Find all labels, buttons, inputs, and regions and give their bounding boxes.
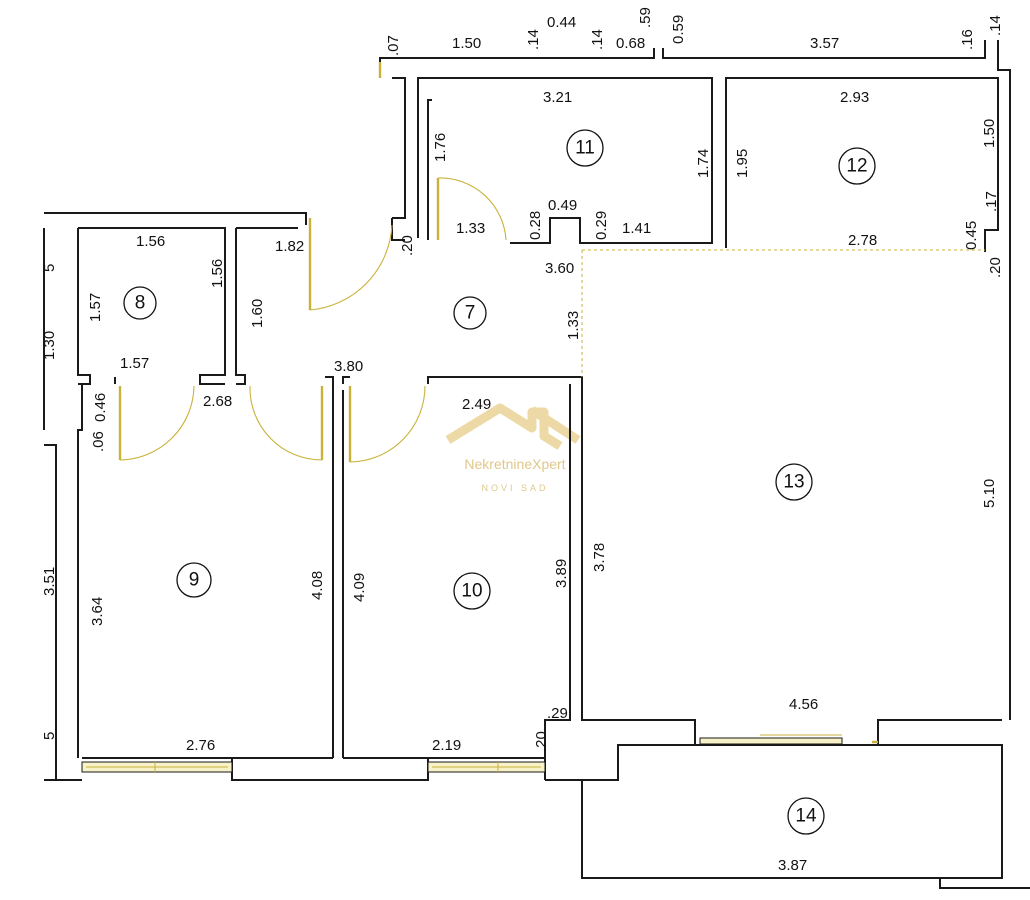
dim-left-5b: 5: [41, 732, 58, 740]
dim-left-30: 1.30: [41, 331, 58, 360]
dim-r7-360: 3.60: [545, 260, 574, 277]
dim-top-059: 0.59: [670, 15, 687, 44]
dim-r10-389: 3.89: [553, 559, 570, 588]
dim-r9-268: 2.68: [203, 393, 232, 410]
dim-top-044: 0.44: [547, 14, 576, 31]
dim-r11-029: 0.29: [593, 211, 610, 240]
dim-r7-380: 3.80: [334, 358, 363, 375]
dim-r12-045: 0.45: [963, 221, 980, 250]
dim-r11-321: 3.21: [543, 89, 572, 106]
room-13-label: 13: [783, 472, 804, 493]
room-8-label: 8: [135, 293, 146, 314]
dim-r11-176: 1.76: [432, 133, 449, 162]
dim-left-5a: 5: [41, 264, 58, 272]
room-12-circle: [838, 147, 876, 185]
dim-r12-20: .20: [987, 257, 1004, 278]
dim-r12-195: 1.95: [734, 149, 751, 178]
dim-top-068: 0.68: [616, 35, 645, 52]
room-12-label: 12: [846, 156, 867, 177]
dim-r12-293: 2.93: [840, 89, 869, 106]
dim-top-150: 1.50: [452, 35, 481, 52]
room-14-label: 14: [795, 806, 817, 827]
room-9-circle: [176, 562, 212, 598]
watermark-logo: NekretnineXpert NOVI SAD: [445, 403, 581, 493]
dim-r9-408: 4.08: [309, 571, 326, 600]
room-7-circle: [453, 296, 487, 330]
room-8-circle: [123, 286, 157, 320]
room-10-circle: [453, 572, 491, 610]
dim-r10-249: 2.49: [462, 396, 491, 413]
dim-r7-182: 1.82: [275, 238, 304, 255]
dimension-labels-vertical: .14 .14 .59 0.59 .16 .14 .07 1.76 1.74 0…: [41, 7, 1004, 752]
dim-r12-278: 2.78: [848, 232, 877, 249]
dim-r10-409: 4.09: [351, 573, 368, 602]
dim-r14-387: 3.87: [778, 857, 807, 874]
room-7-label: 7: [465, 303, 476, 324]
room-11-label: 11: [575, 138, 595, 159]
dim-r11-049: 0.49: [548, 197, 577, 214]
dim-r13-510: 5.10: [981, 479, 998, 508]
dim-r12-150: 1.50: [981, 119, 998, 148]
dim-r12-17: .17: [983, 191, 1000, 212]
window-room-13: [699, 737, 843, 745]
doors: [118, 62, 985, 744]
dim-left-07: .07: [385, 35, 402, 56]
room-14-circle: [787, 797, 825, 835]
dim-r8-156b: 1.56: [209, 259, 226, 288]
dim-r11-174: 1.74: [695, 149, 712, 178]
dim-r7-133: 1.33: [565, 311, 582, 340]
dim-r13-456: 4.56: [789, 696, 818, 713]
dim-top-14a: .14: [525, 29, 542, 50]
dim-r8-156a: 1.56: [136, 233, 165, 250]
dim-left-351: 3.51: [41, 567, 58, 596]
dim-top-16: .16: [959, 29, 976, 50]
dim-r10-29: .29: [547, 705, 568, 722]
dim-r11-028: 0.28: [527, 211, 544, 240]
dim-top-14b: .14: [589, 29, 606, 50]
dim-r10-20: .20: [533, 731, 550, 752]
dim-r11-133: 1.33: [456, 220, 485, 237]
dim-r8-157b: 1.57: [120, 355, 149, 372]
dim-r10-219: 2.19: [432, 737, 461, 754]
dim-r9-276: 2.76: [186, 737, 215, 754]
watermark-brand: NekretnineXpert: [464, 456, 565, 472]
dim-r11-141: 1.41: [622, 220, 651, 237]
dim-r9-364: 3.64: [89, 597, 106, 626]
walls: [43, 40, 1030, 889]
dim-r9-06: .06: [90, 431, 107, 452]
dim-r7-160: 1.60: [249, 299, 266, 328]
dim-top-14c: .14: [987, 15, 1004, 36]
dimension-labels: 1.50 0.44 0.68 3.57 3.21 1.33 0.49 1.41 …: [120, 14, 877, 874]
room-9-label: 9: [189, 570, 200, 591]
room-10-label: 10: [461, 581, 482, 602]
dim-r9-046: 0.46: [92, 393, 109, 422]
dim-top-59: .59: [637, 7, 654, 28]
windows: [81, 734, 843, 773]
dim-top-357: 3.57: [810, 35, 839, 52]
watermark-location: NOVI SAD: [481, 483, 548, 493]
room-11-circle: [566, 129, 604, 167]
room-labels: 7 8 9 10 11 12 13 14: [123, 129, 876, 835]
dim-r13-378: 3.78: [591, 543, 608, 572]
dim-r8-157a: 1.57: [87, 293, 104, 322]
dim-r7-20: .20: [399, 235, 416, 256]
room-13-circle: [775, 463, 813, 501]
